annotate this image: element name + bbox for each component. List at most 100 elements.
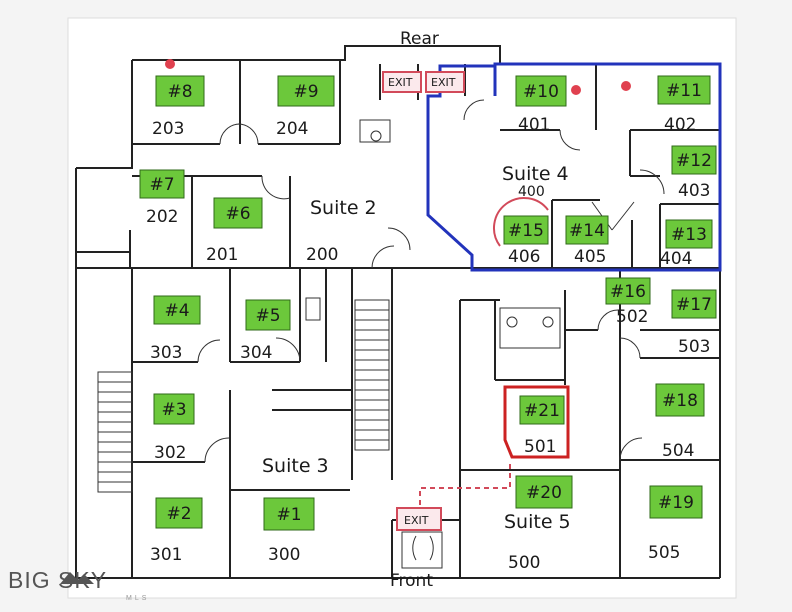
unit-tag-label: #11 — [666, 81, 702, 101]
unit-tag-label: #18 — [662, 391, 698, 411]
room-number: 201 — [206, 245, 238, 265]
unit-20: #20 — [515, 475, 573, 509]
svg-text:EXIT: EXIT — [431, 76, 456, 89]
unit-tag-box — [655, 383, 705, 417]
room-number: 503 — [678, 337, 710, 357]
unit-5: #5 304 — [240, 299, 291, 363]
unit-tag-label: #3 — [161, 400, 186, 420]
unit-9: #9 204 — [276, 75, 335, 139]
unit-tag-label: #21 — [524, 401, 560, 421]
unit-tag-label: #4 — [164, 301, 189, 321]
unit-tag-box — [245, 299, 291, 331]
unit-tags: #8203#9204#10401#11402#7202#6201#12403#1… — [139, 75, 717, 565]
room-number: 406 — [508, 247, 540, 267]
stairs-center — [354, 299, 390, 451]
mountain-icon — [60, 572, 94, 584]
unit-tag-label: #7 — [149, 175, 174, 195]
exit-sign-2: EXIT — [425, 71, 465, 93]
unit-tag-box — [155, 497, 203, 529]
exit-sign-3: EXIT — [396, 507, 442, 531]
unit-tag-box — [213, 197, 263, 229]
unit-tag-label: #13 — [671, 225, 707, 245]
unit-15-marker — [493, 197, 549, 247]
room-number: 300 — [268, 545, 300, 565]
suite-2-number: 200 — [306, 245, 338, 265]
restroom-fixtures — [305, 297, 561, 349]
unit-6: #6 201 — [206, 197, 263, 265]
unit-tag-box — [515, 475, 573, 509]
red-dot-marker — [621, 81, 631, 91]
red-dot-marker — [165, 59, 175, 69]
unit-tag-label: #10 — [523, 82, 559, 102]
red-dot-marker — [571, 85, 581, 95]
unit-tag-box — [671, 289, 717, 319]
room-number: 504 — [662, 441, 694, 461]
unit-tag-box — [605, 277, 651, 305]
unit-tag-box — [277, 75, 335, 107]
room-number: 304 — [240, 343, 272, 363]
unit-1: #1 300 — [263, 497, 315, 565]
unit-tag-box — [665, 219, 713, 249]
suite-3-label: Suite 3 — [262, 455, 329, 477]
unit-tag-label: #14 — [569, 221, 605, 241]
room-number: 204 — [276, 119, 308, 139]
rear-label: Rear — [400, 29, 439, 49]
room-number: 404 — [660, 249, 692, 269]
unit-tag-box — [155, 75, 205, 107]
unit-tag-box — [153, 295, 201, 325]
unit-18: #18 504 — [655, 383, 705, 461]
unit-3: #3 302 — [153, 393, 195, 463]
unit-7: #7 202 — [139, 169, 185, 227]
room-number: 402 — [664, 115, 696, 135]
unit-21-outline — [503, 385, 570, 459]
stairs-left — [97, 371, 133, 493]
room-number: 203 — [152, 119, 184, 139]
unit-tag-label: #5 — [255, 306, 280, 326]
svg-text:EXIT: EXIT — [388, 76, 413, 89]
unit-tag-label: #15 — [508, 221, 544, 241]
unit-19: #19 505 — [648, 485, 703, 563]
room-number: 301 — [150, 545, 182, 565]
room-number: 303 — [150, 343, 182, 363]
room-number: 302 — [154, 443, 186, 463]
logo-text: BIG SKY — [8, 567, 107, 593]
unit-tag-label: #2 — [166, 504, 191, 524]
unit-tag-box — [503, 215, 549, 245]
exit-sign-1: EXIT — [382, 71, 422, 93]
unit-tag-label: #1 — [276, 505, 301, 525]
unit-tag-label: #9 — [293, 82, 318, 102]
unit-tag-box — [519, 395, 565, 425]
unit-21: #21 501 — [519, 395, 565, 457]
room-number: 403 — [678, 181, 710, 201]
unit-tag-box — [515, 75, 567, 107]
unit-10: #10 401 — [515, 75, 567, 135]
unit-tag-label: #16 — [610, 282, 646, 302]
room-number: 202 — [146, 207, 178, 227]
logo-sub: MLS — [126, 595, 149, 602]
unit-tag-box — [657, 75, 711, 105]
big-sky-mls-logo: BIG SKY MLS — [8, 567, 149, 602]
room-number: 401 — [518, 115, 550, 135]
suite-5-label: Suite 5 — [504, 511, 571, 533]
unit-tag-box — [139, 169, 185, 199]
suite-4-outline — [426, 62, 722, 272]
unit-tag-box — [263, 497, 315, 531]
unit-11: #11 402 — [657, 75, 711, 135]
suite-4-label: Suite 4 — [502, 163, 569, 185]
exit-route — [419, 460, 511, 505]
room-number: 505 — [648, 543, 680, 563]
unit-tag-box — [565, 215, 609, 245]
unit-tag-label: #19 — [658, 493, 694, 513]
suite-5-number: 500 — [508, 553, 540, 573]
unit-tag-label: #6 — [225, 204, 250, 224]
room-number: 501 — [524, 437, 556, 457]
front-label: Front — [390, 571, 433, 591]
suite-2-label: Suite 2 — [310, 197, 377, 219]
